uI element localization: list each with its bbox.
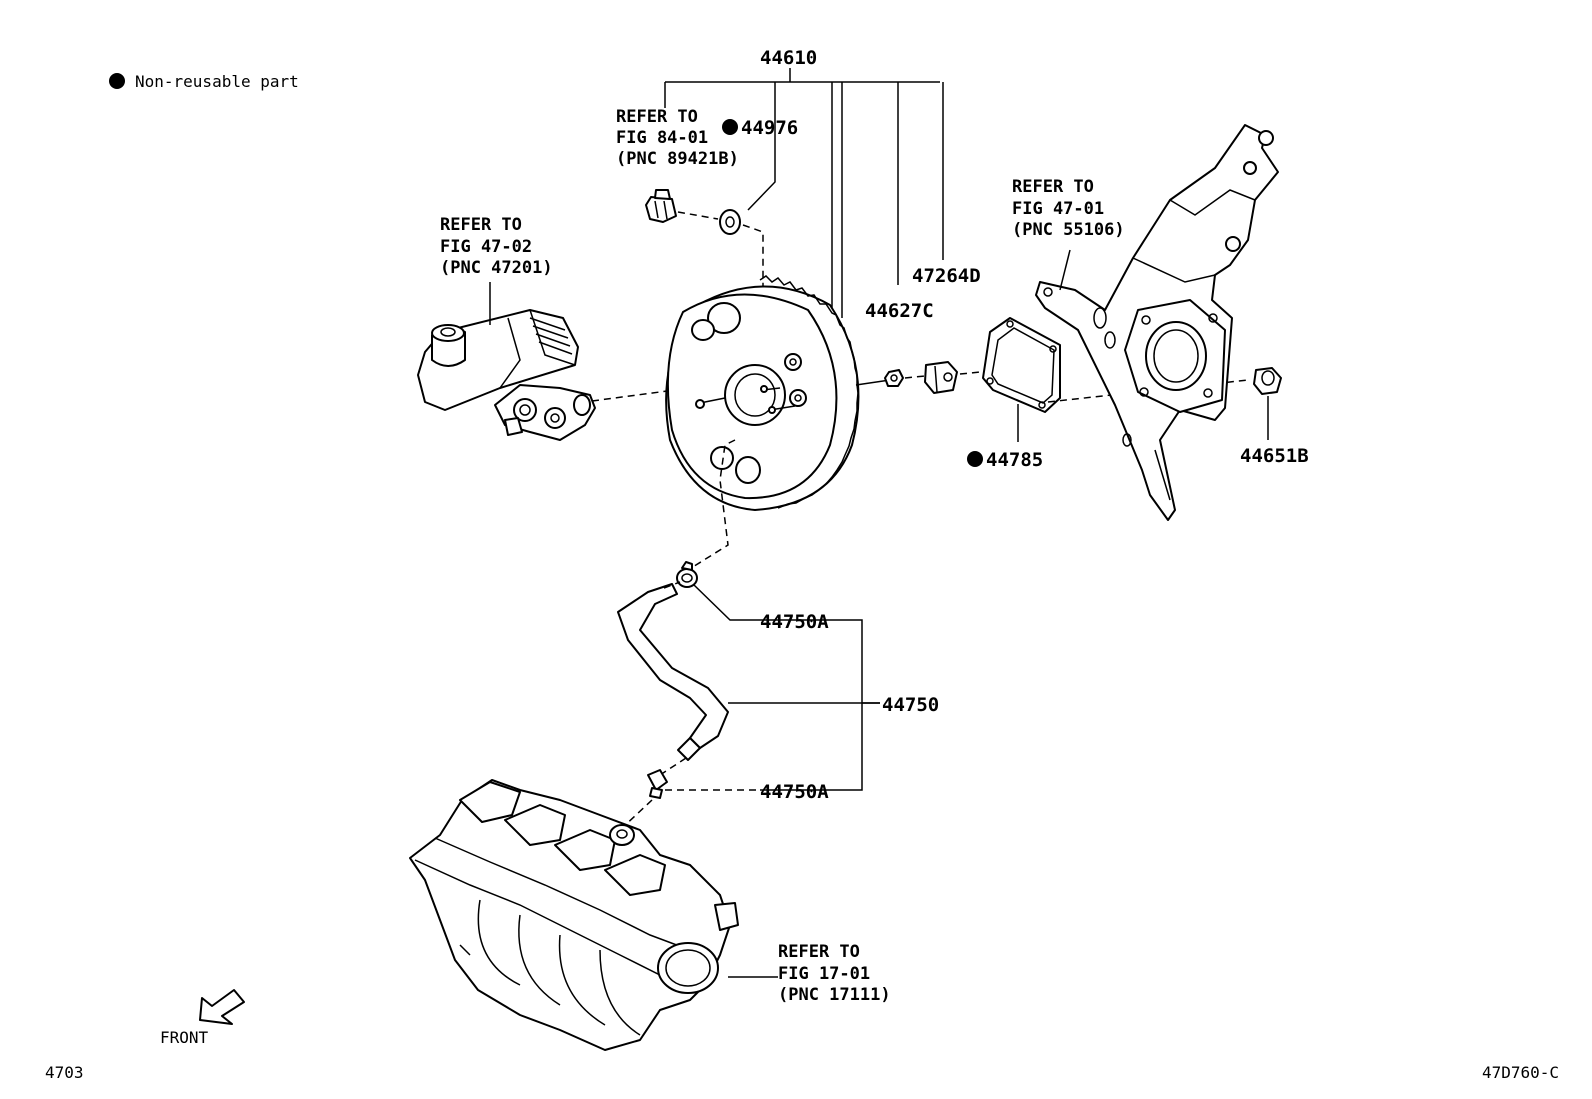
ref-pedal-bracket[interactable]: REFER TO FIG 47-01 (PNC 55106) [1012,177,1125,240]
part-label-44750A-lower[interactable]: 44750A [760,781,829,803]
master-cylinder[interactable] [417,309,596,441]
ref-vacuum-sensor-line3: (PNC 89421B) [616,149,739,169]
ref-pedal-bracket-line1: REFER TO [1012,177,1094,197]
ref-vacuum-sensor[interactable]: REFER TO FIG 84-01 (PNC 89421B) [616,107,739,169]
ref-intake-manifold-line1: REFER TO [778,942,860,962]
ref-master-cylinder-line1: REFER TO [440,215,522,235]
ref-intake-manifold-line3: (PNC 17111) [778,985,891,1005]
part-label-44627C[interactable]: 44627C [865,300,934,322]
ref-vacuum-sensor-line1: REFER TO [616,107,698,127]
part-label-47264D[interactable]: 47264D [912,265,981,287]
upper-hose-clip[interactable] [676,561,698,588]
ref-pedal-bracket-line3: (PNC 55106) [1012,220,1125,240]
ref-intake-manifold[interactable]: REFER TO FIG 17-01 (PNC 17111) [778,942,891,1005]
booster-gasket[interactable] [982,317,1061,413]
front-label: FRONT [160,1028,209,1047]
figure-number: 4703 [45,1063,84,1082]
ref-master-cylinder[interactable]: REFER TO FIG 47-02 (PNC 47201) [440,215,553,278]
vacuum-hose[interactable] [617,583,729,761]
ref-master-cylinder-line2: FIG 47-02 [440,237,532,257]
booster-nut[interactable] [884,369,904,387]
lower-hose-clip[interactable] [647,769,668,799]
part-label-44976[interactable]: 44976 [741,117,798,139]
non-reusable-marker-icon [722,119,738,135]
ref-master-cylinder-line3: (PNC 47201) [440,258,553,278]
push-rod-clevis[interactable] [924,361,958,394]
check-valve-grommet[interactable] [719,209,741,235]
front-arrow-icon [199,989,245,1025]
ref-vacuum-sensor-line2: FIG 84-01 [616,128,708,148]
brake-booster[interactable] [665,275,891,511]
part-label-44785[interactable]: 44785 [986,449,1043,471]
brake-pedal-bracket[interactable] [1035,124,1279,521]
front-direction: FRONT [160,989,245,1047]
ref-pedal-bracket-line2: FIG 47-01 [1012,199,1104,219]
dash-nut[interactable] [1253,367,1282,395]
part-label-44610[interactable]: 44610 [760,47,817,69]
part-label-44750A-upper[interactable]: 44750A [760,611,829,633]
legend-text: Non-reusable part [135,72,299,91]
part-label-44750[interactable]: 44750 [882,694,939,716]
illustration-code: 47D760-C [1482,1063,1559,1082]
ref-intake-manifold-line2: FIG 17-01 [778,964,870,984]
legend: Non-reusable part [109,72,299,91]
vacuum-sensor[interactable] [645,189,677,223]
non-reusable-marker-icon [967,451,983,467]
non-reusable-marker-icon [109,73,125,89]
booster-assy-leaders [664,68,944,318]
intake-manifold[interactable] [409,779,739,1051]
part-label-44651B[interactable]: 44651B [1240,445,1309,467]
